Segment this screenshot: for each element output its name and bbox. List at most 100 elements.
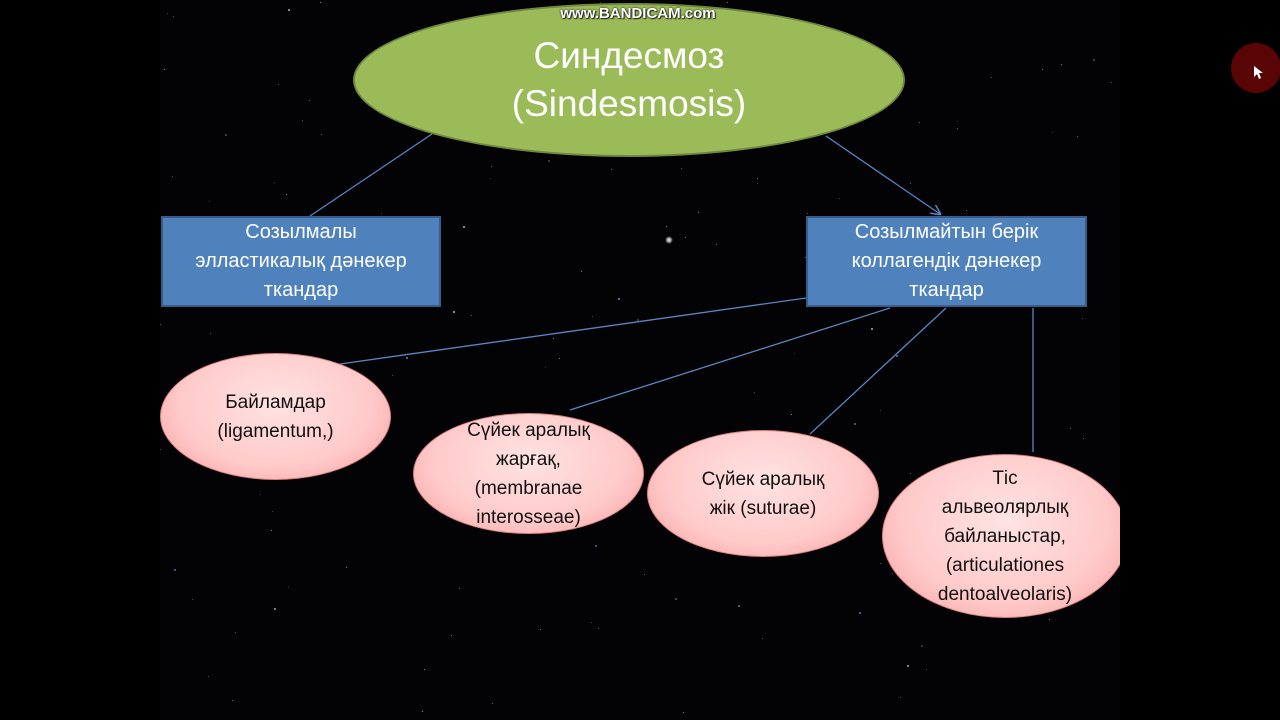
star <box>260 494 261 495</box>
star <box>235 632 236 633</box>
star <box>225 134 227 136</box>
star <box>991 77 992 78</box>
connector-ligamentum <box>339 297 807 365</box>
star <box>232 700 233 701</box>
star <box>598 628 599 629</box>
star <box>173 16 174 17</box>
star <box>1093 59 1095 61</box>
subtype-text: interosseae) <box>476 506 581 528</box>
star <box>490 178 491 179</box>
star <box>463 226 465 228</box>
star <box>871 328 873 330</box>
star <box>738 605 740 607</box>
star <box>160 324 161 325</box>
star <box>559 358 560 359</box>
star <box>910 183 911 184</box>
subtype-text: (membranae <box>474 477 583 499</box>
star <box>1049 619 1050 620</box>
star <box>675 598 677 600</box>
star <box>381 213 382 214</box>
star <box>896 355 898 357</box>
star <box>581 271 582 272</box>
star <box>1061 64 1062 65</box>
subtype-text: Байламдар <box>225 391 326 413</box>
star <box>286 194 287 195</box>
star <box>900 697 901 698</box>
star <box>1077 136 1078 137</box>
star <box>272 511 273 512</box>
subtype-text: жік (suturae) <box>709 497 817 519</box>
star <box>320 2 321 3</box>
star <box>957 128 958 129</box>
subtype-dentoalveolaris: Тіс альвеолярлық байланыстар, (articulat… <box>882 454 1120 618</box>
star <box>346 567 347 568</box>
connector-root-left <box>309 133 433 217</box>
bright-star <box>665 236 673 244</box>
subtype-membranae: Сүйек аралық жарғақ, (membranae inteross… <box>413 413 644 534</box>
star <box>698 212 699 213</box>
mouse-pointer-icon <box>1254 66 1263 79</box>
star <box>274 608 276 610</box>
subtype-text: Тіс <box>992 467 1018 489</box>
star <box>637 319 639 321</box>
star <box>910 473 911 474</box>
star <box>727 2 728 3</box>
star <box>540 629 541 630</box>
star <box>451 635 452 636</box>
star <box>1070 428 1071 429</box>
star <box>807 213 808 214</box>
subtype-text: альвеолярлық <box>941 496 1069 518</box>
star <box>209 201 210 202</box>
subtype-text: (articulationes <box>945 554 1065 576</box>
subtype-suturae: Сүйек аралық жік (suturae) <box>647 430 879 557</box>
connector-suturae <box>809 307 947 435</box>
category-text: Созылмайтын берік <box>854 221 1039 243</box>
star <box>611 169 612 170</box>
star <box>683 712 684 713</box>
category-text: коллагендік дәнекер <box>851 250 1042 272</box>
star <box>839 198 840 199</box>
star <box>591 622 592 623</box>
subtype-text: жарғақ, <box>496 448 561 470</box>
star <box>459 588 460 589</box>
star <box>210 333 211 334</box>
subtype-text: dentoalveolaris) <box>937 583 1073 605</box>
star <box>685 237 686 238</box>
star <box>491 166 492 167</box>
connector-membranae <box>569 307 891 411</box>
star <box>545 367 546 368</box>
star <box>1042 69 1043 70</box>
star <box>278 84 279 85</box>
star <box>921 645 923 647</box>
star <box>192 599 193 600</box>
star <box>392 375 393 376</box>
star <box>164 69 165 70</box>
star <box>406 357 408 359</box>
root-subtitle: (Sindesmosis) <box>511 83 747 124</box>
star <box>757 178 758 179</box>
star <box>757 183 758 184</box>
category-text: ткандар <box>909 279 984 301</box>
subtype-clip: Тіс альвеолярлық байланыстар, (articulat… <box>880 452 1120 620</box>
subtype-text: Сүйек аралық <box>467 419 590 441</box>
star <box>926 669 927 670</box>
star <box>595 545 597 547</box>
bandicam-watermark: www.BANDICAM.com <box>560 5 716 22</box>
star <box>892 573 893 574</box>
star <box>288 587 289 588</box>
root-node-sindesmosis: Синдесмоз (Sindesmosis) <box>353 3 905 157</box>
star <box>274 182 275 183</box>
root-title: Синдесмоз <box>533 35 725 76</box>
star <box>859 612 861 614</box>
star <box>754 392 755 393</box>
star <box>1052 132 1053 133</box>
star <box>854 423 856 425</box>
star <box>167 13 168 14</box>
star <box>424 669 425 670</box>
star <box>880 410 881 411</box>
star <box>592 316 593 317</box>
star <box>618 298 620 300</box>
star <box>422 711 423 712</box>
